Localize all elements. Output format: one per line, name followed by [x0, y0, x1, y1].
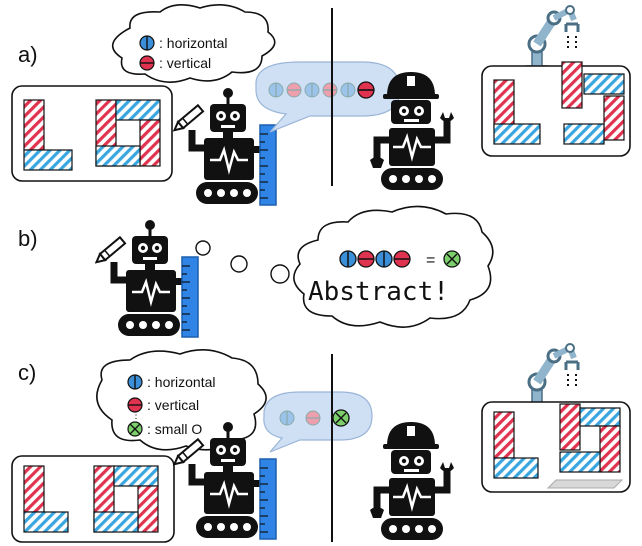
equals-sign: = [426, 252, 435, 269]
legend-text-horizontal-a: : horizontal [159, 35, 227, 51]
equation: = [339, 250, 461, 269]
message-sequence-a [268, 81, 375, 99]
panel-a: : horizontal : vertical [11, 5, 631, 205]
thought-dot-1 [195, 240, 211, 256]
designer-robot-b [94, 220, 198, 337]
placement-shadow [546, 479, 624, 489]
message-sequence-c [279, 409, 350, 427]
thought-text: Abstract! [308, 277, 449, 307]
panel-c: : horizontal : vertical ⋮ : small O [11, 344, 631, 542]
panel-b: = Abstract! [94, 205, 494, 337]
legend-text-small-o: : small O [147, 421, 202, 437]
legend-ellipsis: ⋮ [131, 410, 141, 421]
thought-dot-3 [270, 264, 290, 284]
designer-robot-a [172, 88, 276, 205]
thought-cloud-b [293, 205, 494, 328]
thought-dot-2 [230, 255, 248, 273]
panel-label-a: a) [18, 42, 38, 67]
builder-robot-c [370, 422, 454, 540]
legend-text-vertical-c: : vertical [147, 397, 199, 413]
panel-label-b: b) [18, 226, 38, 251]
legend-text-horizontal-c: : horizontal [147, 374, 215, 390]
panel-label-c: c) [18, 360, 36, 385]
legend-text-vertical-a: : vertical [159, 55, 211, 71]
